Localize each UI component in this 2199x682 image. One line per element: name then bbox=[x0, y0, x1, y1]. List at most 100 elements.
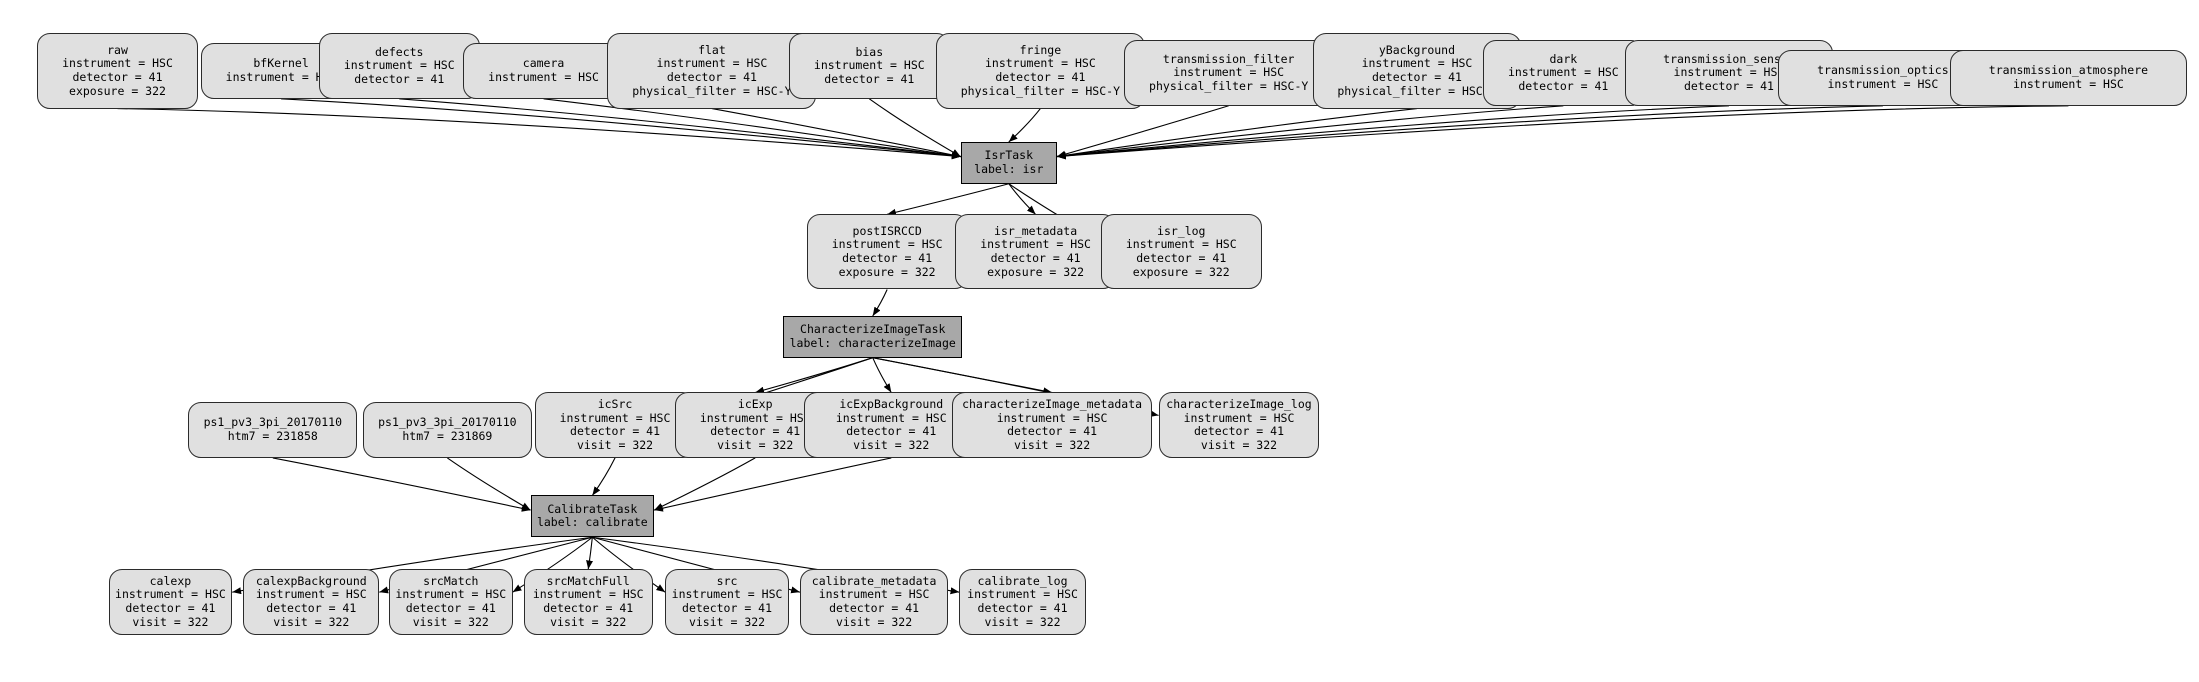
node-line: visit = 322 bbox=[688, 614, 766, 629]
node-line: instrument = HSC bbox=[1827, 76, 1939, 91]
node-line: instrument = HSC bbox=[115, 587, 226, 602]
node-line: visit = 322 bbox=[1200, 437, 1278, 452]
node-line: detector = 41 bbox=[995, 69, 1086, 84]
node-line: instrument = HSC bbox=[488, 69, 599, 84]
node-line: transmission_sensor bbox=[1663, 51, 1795, 66]
node-line: instrument = HSC bbox=[699, 410, 811, 425]
edge-CalibrateTask-to-srcMatchFull bbox=[586, 537, 594, 570]
node-line: camera bbox=[522, 56, 565, 71]
node-line: exposure = 322 bbox=[1132, 264, 1230, 279]
node-line: srcMatchFull bbox=[546, 573, 630, 588]
node-line: transmission_filter bbox=[1162, 51, 1295, 66]
node-line: detector = 41 bbox=[846, 424, 937, 439]
node-line: bfKernel bbox=[253, 56, 309, 71]
node-line: postISRCCD bbox=[852, 223, 922, 238]
node-line: detector = 41 bbox=[824, 71, 915, 86]
node-line: CalibrateTask bbox=[547, 501, 638, 516]
node-line: raw bbox=[107, 42, 128, 57]
node-line: exposure = 322 bbox=[987, 264, 1085, 279]
edge-CalibrateTask-to-src bbox=[591, 536, 666, 593]
node-line: detector = 41 bbox=[990, 250, 1081, 265]
edge-yBackground-to-IsrTask bbox=[1056, 108, 1418, 159]
node-line: instrument = HSC bbox=[255, 587, 367, 602]
node-line: detector = 41 bbox=[1007, 424, 1098, 439]
edge-defects-to-IsrTask bbox=[399, 98, 961, 160]
edge-bfKernel-to-IsrTask bbox=[281, 98, 961, 160]
node-line: physical_filter = HSC-Y bbox=[632, 83, 792, 98]
node-line: yBackground bbox=[1378, 42, 1456, 57]
node-line: visit = 322 bbox=[717, 437, 794, 452]
node-line: htm7 = 231858 bbox=[227, 429, 318, 444]
node-line: instrument = HSC bbox=[835, 410, 947, 425]
node-line: detector = 41 bbox=[125, 600, 216, 615]
node-line: isr_metadata bbox=[994, 223, 1078, 238]
node-line: detector = 41 bbox=[682, 600, 773, 615]
node-line: detector = 41 bbox=[266, 600, 357, 615]
node-line: visit = 322 bbox=[853, 437, 930, 452]
node-line: calibrate_metadata bbox=[811, 573, 937, 588]
node-line: instrument = HSC bbox=[62, 56, 173, 71]
node-line: instrument = HSC bbox=[395, 587, 507, 602]
node-line: instrument = HSC bbox=[980, 237, 1091, 252]
node-line: visit = 322 bbox=[984, 614, 1061, 629]
edge-camera-to-IsrTask bbox=[543, 98, 961, 159]
node-line: srcMatch bbox=[423, 573, 479, 588]
edge-ps1_a-to-CalibrateTask bbox=[272, 457, 531, 512]
edge-raw-to-IsrTask bbox=[117, 108, 961, 160]
node-line: instrument = HSC bbox=[671, 587, 783, 602]
node-line: detector = 41 bbox=[1193, 424, 1284, 439]
node-line: visit = 322 bbox=[1013, 437, 1091, 452]
node-line: instrument = HSC bbox=[2013, 76, 2124, 91]
node-line: transmission_atmosphere bbox=[1988, 63, 2149, 78]
node-line: detector = 41 bbox=[1683, 78, 1774, 93]
node-line: instrument = HSC bbox=[532, 587, 644, 602]
node-line: label: isr bbox=[974, 161, 1044, 176]
node-line: instrument = HSC bbox=[1361, 56, 1473, 71]
edge-bias-to-IsrTask bbox=[868, 98, 961, 158]
node-line: detector = 41 bbox=[842, 250, 933, 265]
node-line: instrument = HSC bbox=[813, 58, 925, 73]
edge-IsrTask-to-postISRCCD bbox=[887, 183, 1009, 216]
node-line: instrument = HSC bbox=[1673, 65, 1785, 80]
edge-transmission_optics-to-IsrTask bbox=[1056, 105, 1883, 160]
node-line: physical_filter = HSC-Y bbox=[960, 83, 1120, 98]
node-line: visit = 322 bbox=[550, 614, 627, 629]
node-line: transmission_optics bbox=[1817, 63, 1949, 78]
node-line: fringe bbox=[1019, 42, 1062, 57]
node-line: calexpBackground bbox=[255, 573, 367, 588]
node-line: instrument = HSC bbox=[831, 237, 943, 252]
node-line: physical_filter = HSC-Y bbox=[1337, 83, 1497, 98]
node-line: instrument = HSC bbox=[1183, 410, 1295, 425]
node-line: isr_log bbox=[1157, 223, 1206, 238]
node-line: detector = 41 bbox=[1136, 250, 1227, 265]
